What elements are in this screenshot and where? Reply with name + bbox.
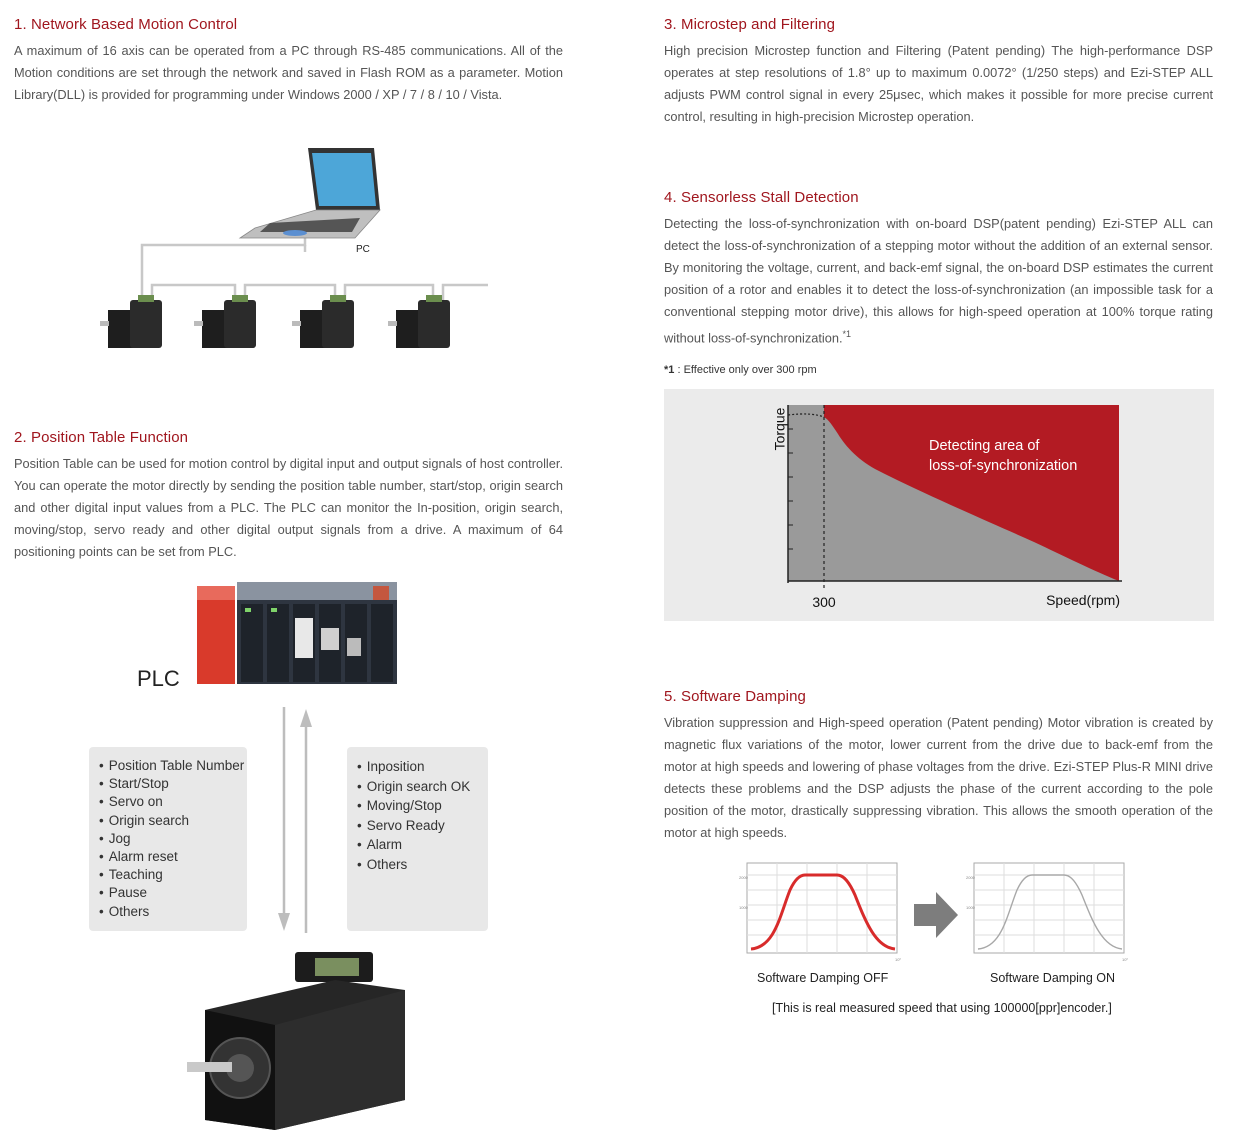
output-signal-item-1: Inposition <box>357 757 488 777</box>
section-title-microstep: 3. Microstep and Filtering <box>664 16 836 33</box>
svg-text:2000: 2000 <box>739 875 749 880</box>
damping-off-plot: 2000 1000 10⁰ <box>739 862 901 962</box>
input-signal-item-3: Servo on <box>99 793 247 811</box>
svg-text:1000: 1000 <box>739 905 749 910</box>
arrow-right-icon <box>914 892 958 938</box>
detect-area-label-line-2: loss-of-synchronization <box>929 458 1077 474</box>
input-signal-item-1: Position Table Number <box>99 757 247 775</box>
x-tick-label-300: 300 <box>812 594 836 610</box>
input-signal-item-5: Jog <box>99 830 247 848</box>
footnote-ref: *1 <box>842 329 852 339</box>
plc-label: PLC <box>137 666 180 691</box>
motor-icon-2 <box>194 295 256 348</box>
svg-text:10⁰: 10⁰ <box>1122 957 1128 962</box>
footnote: *1 : Effective only over 300 rpm <box>664 364 817 376</box>
section-body-microstep: High precision Microstep function and Fi… <box>664 43 1213 124</box>
output-signal-item-4: Servo Ready <box>357 816 488 836</box>
y-axis-label: Torque <box>772 407 788 450</box>
arrow-up-icon <box>300 709 312 933</box>
damping-off-caption: Software Damping OFF <box>757 971 889 985</box>
output-signal-item-3: Moving/Stop <box>357 796 488 816</box>
svg-text:10⁰: 10⁰ <box>895 957 901 962</box>
torque-speed-chart: Torque 300 Speed(rpm) Detecting area of … <box>772 405 1122 610</box>
svg-text:1000: 1000 <box>966 905 976 910</box>
section-title-network-motion: 1. Network Based Motion Control <box>14 16 238 33</box>
y-axis-ticks <box>788 428 793 550</box>
damping-on-plot: 2000 1000 10⁰ <box>966 862 1128 962</box>
network-diagram: PC <box>100 148 488 348</box>
output-signal-item-2: Origin search OK <box>357 777 488 797</box>
damping-on-caption: Software Damping ON <box>990 971 1116 985</box>
section-body-position-table: Position Table can be used for motion co… <box>14 456 563 559</box>
laptop-icon <box>238 148 381 239</box>
input-signal-item-8: Pause <box>99 884 247 902</box>
signal-arrows <box>278 707 312 933</box>
low-speed-torque-line <box>787 413 825 418</box>
section-body-software-damping: Vibration suppression and High-speed ope… <box>664 715 1213 840</box>
encoder-note: [This is real measured speed that using … <box>772 1001 1112 1015</box>
plc-image <box>197 582 397 684</box>
input-signal-item-2: Start/Stop <box>99 775 247 793</box>
motor-icon-1 <box>100 295 162 348</box>
output-signals-box: InpositionOrigin search OKMoving/StopSer… <box>347 747 488 931</box>
section-body-stall-detection: Detecting the loss-of-synchronization wi… <box>664 213 1213 349</box>
footnote-mark: *1 <box>664 364 675 376</box>
section-body-network-motion: A maximum of 16 axis can be operated fro… <box>14 43 563 102</box>
motor-image <box>187 952 405 1130</box>
output-signal-item-6: Others <box>357 855 488 875</box>
input-signal-item-4: Origin search <box>99 812 247 830</box>
section-title-software-damping: 5. Software Damping <box>664 688 806 705</box>
svg-text:2000: 2000 <box>966 875 976 880</box>
pc-label: PC <box>356 244 370 255</box>
input-signal-item-6: Alarm reset <box>99 848 247 866</box>
motor-icon-3 <box>292 295 354 348</box>
output-signal-item-5: Alarm <box>357 835 488 855</box>
input-signal-item-9: Others <box>99 903 247 921</box>
output-signals-list: InpositionOrigin search OKMoving/StopSer… <box>357 757 488 875</box>
x-axis-label: Speed(rpm) <box>1046 592 1120 608</box>
input-signals-list: Position Table NumberStart/StopServo onO… <box>99 757 247 921</box>
detect-area-label-line-1: Detecting area of <box>929 438 1040 454</box>
network-cables <box>140 232 488 302</box>
section-title-stall-detection: 4. Sensorless Stall Detection <box>664 189 859 206</box>
section-title-position-table: 2. Position Table Function <box>14 429 189 446</box>
footnote-text: : Effective only over 300 rpm <box>674 364 817 376</box>
motor-icon-4 <box>388 295 450 348</box>
torque-area-region <box>788 405 1119 581</box>
input-signal-item-7: Teaching <box>99 866 247 884</box>
arrow-down-icon <box>278 707 290 931</box>
input-signals-box: Position Table NumberStart/StopServo onO… <box>89 747 247 931</box>
stall-detection-text: Detecting the loss-of-synchronization wi… <box>664 216 1213 346</box>
